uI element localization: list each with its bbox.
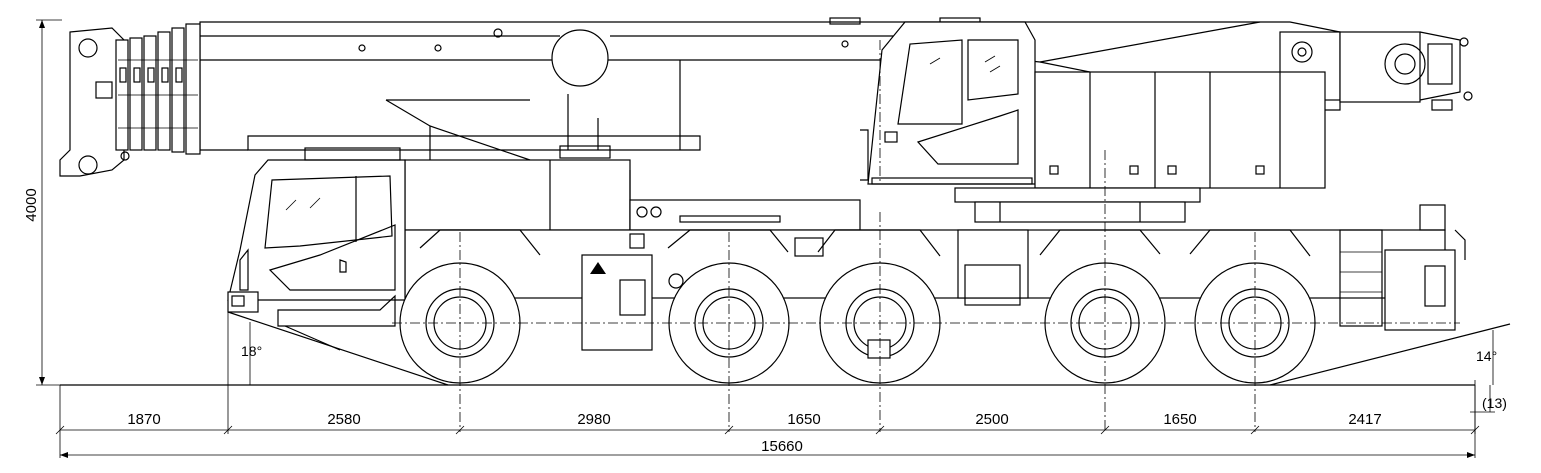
segment-label-4: 1650 bbox=[787, 411, 820, 428]
segment-dimensions: 1870 2580 2980 1650 2500 1650 2417 bbox=[55, 312, 1480, 458]
total-length-label: 15660 bbox=[761, 438, 803, 455]
segment-label-5: 2500 bbox=[975, 411, 1008, 428]
approach-angle-label: 18° bbox=[241, 343, 262, 359]
departure-angle-label: 14° bbox=[1476, 348, 1497, 364]
departure-angle: 14° bbox=[1269, 323, 1511, 386]
segment-ticks bbox=[55, 425, 1480, 435]
clearance-label: (13) bbox=[1482, 395, 1507, 411]
approach-angle: 18° bbox=[227, 311, 449, 386]
clearance-dimension: (13) bbox=[1470, 385, 1507, 434]
segment-label-6: 1650 bbox=[1163, 411, 1196, 428]
operator-cab bbox=[860, 21, 1036, 185]
boom-head bbox=[59, 23, 201, 177]
superstructure bbox=[954, 71, 1326, 223]
segment-label-2: 2580 bbox=[327, 411, 360, 428]
segment-label-3: 2980 bbox=[577, 411, 610, 428]
total-length-dimension: 15660 bbox=[60, 438, 1475, 458]
segment-label-1: 1870 bbox=[127, 411, 160, 428]
axle-center-lines bbox=[392, 40, 1460, 432]
height-label: 4000 bbox=[23, 188, 40, 221]
height-dimension: 4000 bbox=[23, 19, 62, 386]
segment-label-7: 2417 bbox=[1348, 411, 1381, 428]
